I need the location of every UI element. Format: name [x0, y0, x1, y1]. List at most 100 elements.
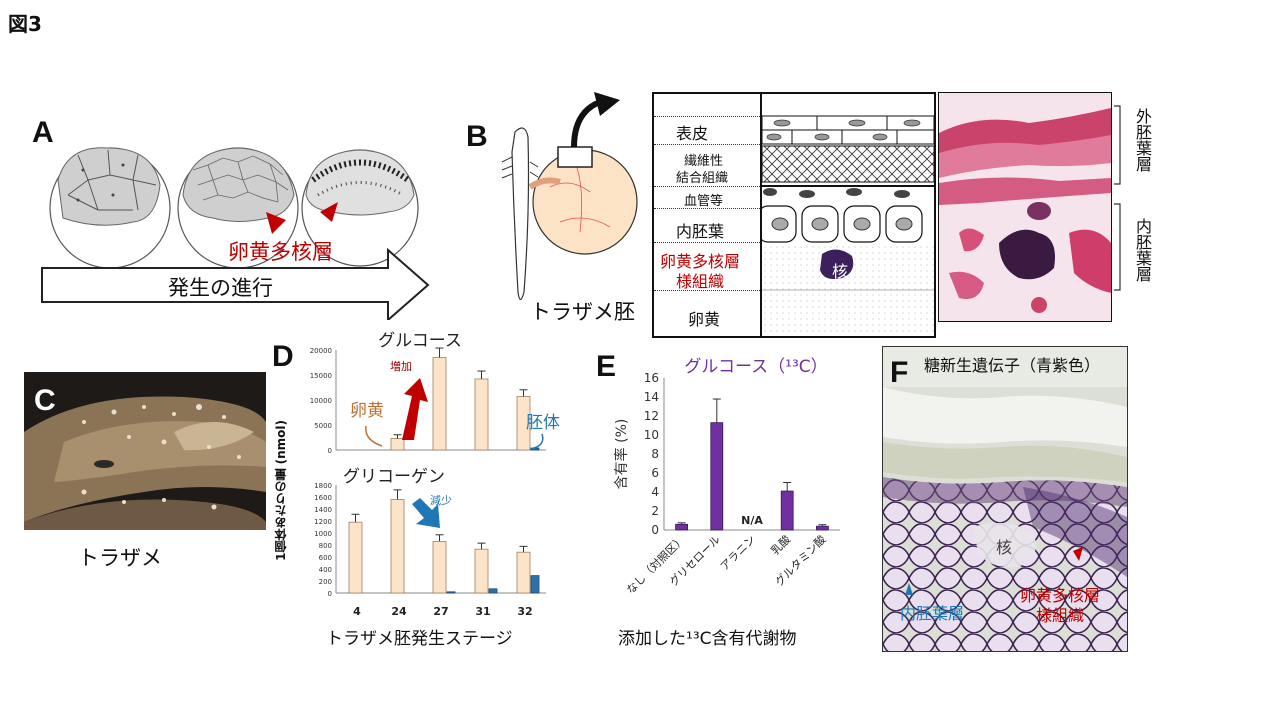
e-y-tick-label: 16: [644, 371, 659, 385]
e-y-tick-label: 4: [651, 485, 659, 499]
e-y-tick-label: 6: [651, 466, 659, 480]
x-tick-label: 32: [517, 605, 532, 618]
endoderm-bracket-label: 内胚葉層: [1133, 218, 1152, 282]
x-tick-label: 31: [475, 605, 490, 618]
bar-卵黄-27: [432, 540, 447, 594]
bar-卵黄-4: [348, 521, 363, 594]
y-tick-label: 1200: [314, 518, 332, 526]
panel-a-label: A: [32, 116, 54, 149]
bar-なし（対照区）: [675, 523, 688, 531]
development-progress-label: 発生の進行: [168, 276, 273, 300]
nucleus-shape: [820, 249, 854, 279]
e-y-tick-label: 0: [651, 523, 659, 537]
e-x-tick-label: 乳酸: [768, 532, 793, 557]
y-tick-label: 1000: [314, 530, 332, 538]
yolk-pointer: [365, 425, 383, 447]
layer-connective-tissue: 結合組織: [676, 171, 729, 186]
panel-d-label: D: [272, 340, 294, 373]
decrease-label: 減少: [430, 493, 452, 507]
layer-brackets: [1114, 105, 1121, 291]
bar-胚体-31: [488, 588, 498, 594]
arrowhead-2: [320, 202, 338, 222]
bar-胚体-32: [530, 575, 540, 594]
bar-グルタミン酸: [815, 525, 829, 531]
panel-d-ylabel: 1個体あたりの量 (nmol): [274, 420, 288, 561]
histology-image-b: [938, 92, 1112, 322]
y-tick-label: 15000: [310, 372, 332, 380]
y-tick-label: 1600: [314, 494, 332, 502]
shark-embryo-label: トラザメ胚: [530, 300, 635, 324]
panel-f-title: 糖新生遺伝子（青紫色）: [924, 356, 1101, 375]
shark-photo: [24, 372, 266, 530]
shark-caption: トラザメ: [78, 546, 162, 570]
chart-e-title: グルコース（¹³C）: [684, 357, 827, 377]
x-tick-label: 27: [433, 605, 448, 618]
layer-fibrous: 繊維性: [684, 154, 724, 169]
layer-yolk: 卵黄: [688, 310, 721, 329]
y-tick-label: 600: [319, 554, 332, 562]
ectoderm-bracket-label: 外胚葉層: [1133, 108, 1152, 172]
bar-卵黄-31: [474, 378, 489, 451]
panel-b-label: B: [466, 120, 488, 153]
layer-blood-vessels: 血管等: [684, 194, 724, 209]
panel-f-label: F: [890, 356, 909, 389]
embryo-stage-3: [301, 149, 419, 267]
nucleus-label-f: 核: [996, 538, 1013, 557]
endoderm-label-f: 内胚葉層: [900, 604, 965, 623]
embryo-pointer: [529, 433, 544, 450]
y-tick-label: 10000: [310, 397, 332, 405]
e-x-tick-label: アラニン: [718, 533, 758, 573]
y-tick-label: 5000: [314, 422, 332, 430]
tissue-layer-diagram: 表皮 繊維性 結合組織 血管等 内胚葉 卵黄多核層 様組織 卵黄: [652, 92, 936, 338]
y-tick-label: 1800: [314, 482, 332, 490]
decrease-arrow: [412, 498, 440, 528]
figure-title: 図3: [8, 12, 42, 36]
bar-乳酸: [780, 490, 794, 531]
y-tick-label: 20000: [310, 347, 332, 355]
y-tick-label: 800: [319, 542, 332, 550]
increase-arrow: [402, 378, 428, 440]
e-y-tick-label: 14: [644, 390, 659, 404]
y-tick-label: 1400: [314, 506, 332, 514]
e-y-tick-label: 2: [651, 504, 659, 518]
na-label: N/A: [741, 514, 763, 527]
panel-a-illustration: [41, 147, 430, 320]
y-tick-label: 0: [328, 447, 332, 455]
e-y-tick-label: 10: [644, 428, 659, 442]
shark-embryo-illustration: [501, 92, 638, 301]
layer-epidermis: 表皮: [676, 124, 709, 143]
y-tick-label: 400: [319, 566, 332, 574]
yolk-syncytial-label-f: 卵黄多核層: [1020, 586, 1101, 605]
embryo-label-d: 胚体: [526, 413, 560, 433]
increase-label: 増加: [390, 360, 412, 373]
bar-卵黄-32: [516, 551, 531, 594]
nucleus-label-b: 核: [832, 262, 849, 281]
layer-endoderm: 内胚葉: [676, 222, 725, 241]
bar-グリセロール: [710, 422, 724, 531]
bar-卵黄-24: [390, 438, 405, 451]
glycogen-chart: グリコーゲン0200400600800100012001400160018004…: [314, 467, 546, 618]
yolk-syncytial-tissue-label-f: 様組織: [1036, 606, 1085, 625]
histology-image-f: [882, 346, 1128, 652]
yolk-label-d: 卵黄: [350, 401, 384, 421]
panel-e-label: E: [596, 350, 617, 383]
y-tick-label: 0: [328, 590, 332, 598]
bar-卵黄-31: [474, 548, 489, 594]
panel-e-xlabel: 添加した¹³C含有代謝物: [618, 629, 797, 649]
e-y-axis-label: 含有率 (%): [613, 419, 630, 490]
glucose-title: グルコース: [378, 331, 462, 351]
arrowhead-1: [266, 212, 286, 234]
embryo-stage-1: [49, 147, 171, 269]
embryo-stage-2: [177, 147, 299, 269]
yolk-syncytial-layer-annotation: 卵黄多核層: [228, 240, 333, 264]
layer-yolk-syncytial: 卵黄多核層: [660, 252, 741, 271]
e-y-tick-label: 8: [651, 447, 659, 461]
layer-yolk-syncytial-tissue: 様組織: [676, 272, 725, 291]
y-tick-label: 200: [319, 578, 332, 586]
x-tick-label: 4: [353, 605, 361, 618]
e-y-tick-label: 12: [644, 409, 659, 423]
bar-胚体-27: [446, 591, 456, 594]
glucose-chart: グルコース 0 5000 10000 15000 20000: [310, 331, 546, 455]
